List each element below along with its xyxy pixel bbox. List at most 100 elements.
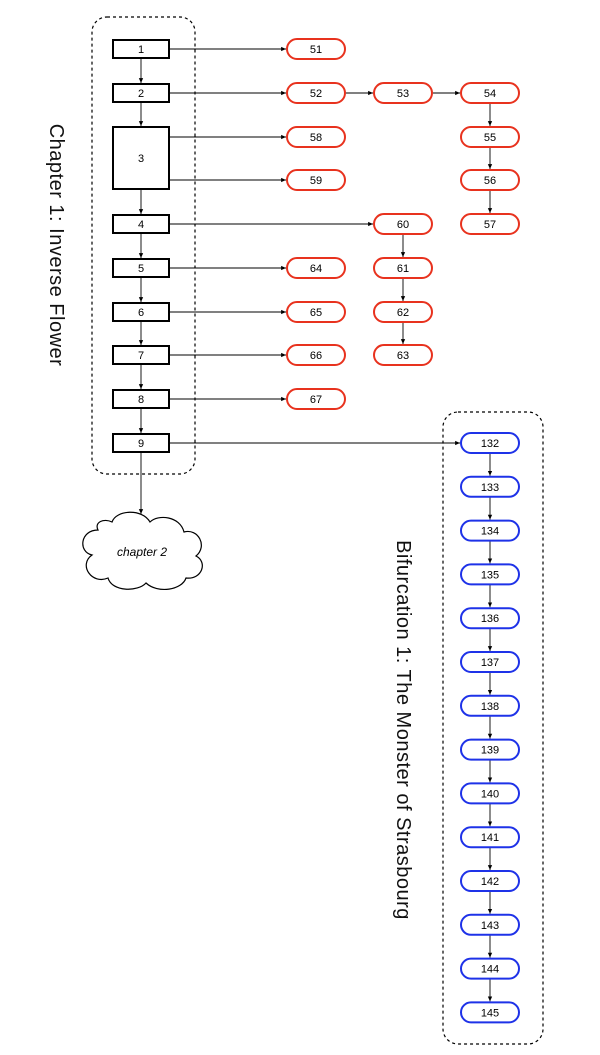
chapter-node-box xyxy=(112,302,170,322)
bifurcation1-group-frame xyxy=(442,411,544,1045)
chapter-node-label: 4 xyxy=(138,219,144,231)
blue-node-pill xyxy=(460,913,520,936)
chapter2-cloud[interactable]: chapter 2 xyxy=(82,511,203,591)
chapter-node-3[interactable]: 3 xyxy=(112,126,170,190)
red-node-65[interactable]: 65 xyxy=(286,301,346,323)
chapter-node-9[interactable]: 9 xyxy=(112,433,170,453)
blue-node-142[interactable]: 142 xyxy=(460,870,520,892)
blue-node-pill xyxy=(460,694,520,717)
blue-node-144[interactable]: 144 xyxy=(460,957,520,980)
red-node-pill xyxy=(373,257,433,279)
red-node-label: 55 xyxy=(484,132,496,144)
red-node-51[interactable]: 51 xyxy=(286,38,346,60)
chapter-node-8[interactable]: 8 xyxy=(112,389,170,409)
red-node-pill xyxy=(460,213,520,235)
blue-node-133[interactable]: 133 xyxy=(460,475,520,498)
edge-layer xyxy=(138,46,493,1002)
chapter-node-7[interactable]: 7 xyxy=(112,345,170,365)
blue-node-139[interactable]: 139 xyxy=(460,738,520,761)
blue-node-label: 136 xyxy=(481,613,499,625)
red-node-63[interactable]: 63 xyxy=(373,344,433,366)
red-node-label: 57 xyxy=(484,219,496,231)
chapter-node-box xyxy=(112,39,170,59)
red-node-label: 67 xyxy=(310,394,322,406)
red-node-label: 52 xyxy=(310,88,322,100)
chapter-node-label: 9 xyxy=(138,438,144,450)
red-node-label: 66 xyxy=(310,350,322,362)
red-node-60[interactable]: 60 xyxy=(373,213,433,235)
chapter-node-5[interactable]: 5 xyxy=(112,258,170,278)
blue-node-141[interactable]: 141 xyxy=(460,826,520,849)
blue-node-label: 135 xyxy=(481,569,499,581)
chapter-node-label: 6 xyxy=(138,307,144,319)
blue-node-label: 137 xyxy=(481,657,499,669)
red-node-label: 54 xyxy=(484,88,496,100)
blue-node-label: 139 xyxy=(481,745,499,757)
red-node-66[interactable]: 66 xyxy=(286,344,346,366)
blue-node-132[interactable]: 132 xyxy=(460,432,520,454)
red-node-pill xyxy=(373,213,433,235)
red-node-label: 59 xyxy=(310,175,322,187)
red-node-pill xyxy=(460,126,520,148)
chapter-node-box xyxy=(112,126,170,190)
red-node-pill xyxy=(286,301,346,323)
blue-node-label: 134 xyxy=(481,526,499,538)
red-node-pill xyxy=(373,301,433,323)
blue-node-label: 145 xyxy=(481,1007,499,1019)
blue-node-pill xyxy=(460,1001,520,1024)
blue-node-137[interactable]: 137 xyxy=(460,651,520,673)
chapter-node-label: 8 xyxy=(138,394,144,406)
red-node-59[interactable]: 59 xyxy=(286,169,346,191)
chapter1-group-frame xyxy=(91,16,196,475)
blue-node-pill xyxy=(460,957,520,980)
red-node-pill xyxy=(373,82,433,104)
blue-node-pill xyxy=(460,607,520,630)
red-node-pill xyxy=(286,257,346,279)
blue-node-134[interactable]: 134 xyxy=(460,519,520,542)
chapter-node-label: 3 xyxy=(138,153,144,165)
blue-node-140[interactable]: 140 xyxy=(460,782,520,805)
chapter-node-box xyxy=(112,214,170,234)
chapter-node-box xyxy=(112,389,170,409)
blue-node-135[interactable]: 135 xyxy=(460,563,520,586)
red-node-55[interactable]: 55 xyxy=(460,126,520,148)
chapter-node-label: 2 xyxy=(138,88,144,100)
red-node-label: 51 xyxy=(310,44,322,56)
red-node-pill xyxy=(286,344,346,366)
chapter1-title: Chapter 1: Inverse Flower xyxy=(45,124,67,367)
blue-node-136[interactable]: 136 xyxy=(460,607,520,630)
red-node-52[interactable]: 52 xyxy=(286,82,346,104)
red-node-pill xyxy=(460,82,520,104)
red-node-pill xyxy=(286,38,346,60)
red-node-label: 63 xyxy=(397,350,409,362)
blue-node-145[interactable]: 145 xyxy=(460,1001,520,1024)
red-node-label: 53 xyxy=(397,88,409,100)
red-node-56[interactable]: 56 xyxy=(460,169,520,191)
chapter-node-box xyxy=(112,345,170,365)
chapter-node-6[interactable]: 6 xyxy=(112,302,170,322)
blue-node-label: 144 xyxy=(481,964,499,976)
red-node-62[interactable]: 62 xyxy=(373,301,433,323)
chapter-node-label: 5 xyxy=(138,263,144,275)
blue-node-pill xyxy=(460,870,520,892)
blue-node-label: 140 xyxy=(481,788,499,800)
chapter-node-2[interactable]: 2 xyxy=(112,83,170,103)
red-node-57[interactable]: 57 xyxy=(460,213,520,235)
red-node-label: 61 xyxy=(397,263,409,275)
red-node-67[interactable]: 67 xyxy=(286,388,346,410)
cloud-label: chapter 2 xyxy=(117,545,167,559)
red-node-54[interactable]: 54 xyxy=(460,82,520,104)
red-node-label: 60 xyxy=(397,219,409,231)
red-node-58[interactable]: 58 xyxy=(286,126,346,148)
blue-node-label: 133 xyxy=(481,482,499,494)
red-node-61[interactable]: 61 xyxy=(373,257,433,279)
blue-node-138[interactable]: 138 xyxy=(460,694,520,717)
blue-node-143[interactable]: 143 xyxy=(460,913,520,936)
chapter-node-1[interactable]: 1 xyxy=(112,39,170,59)
blue-node-label: 143 xyxy=(481,920,499,932)
chapter-node-4[interactable]: 4 xyxy=(112,214,170,234)
red-node-64[interactable]: 64 xyxy=(286,257,346,279)
red-node-53[interactable]: 53 xyxy=(373,82,433,104)
